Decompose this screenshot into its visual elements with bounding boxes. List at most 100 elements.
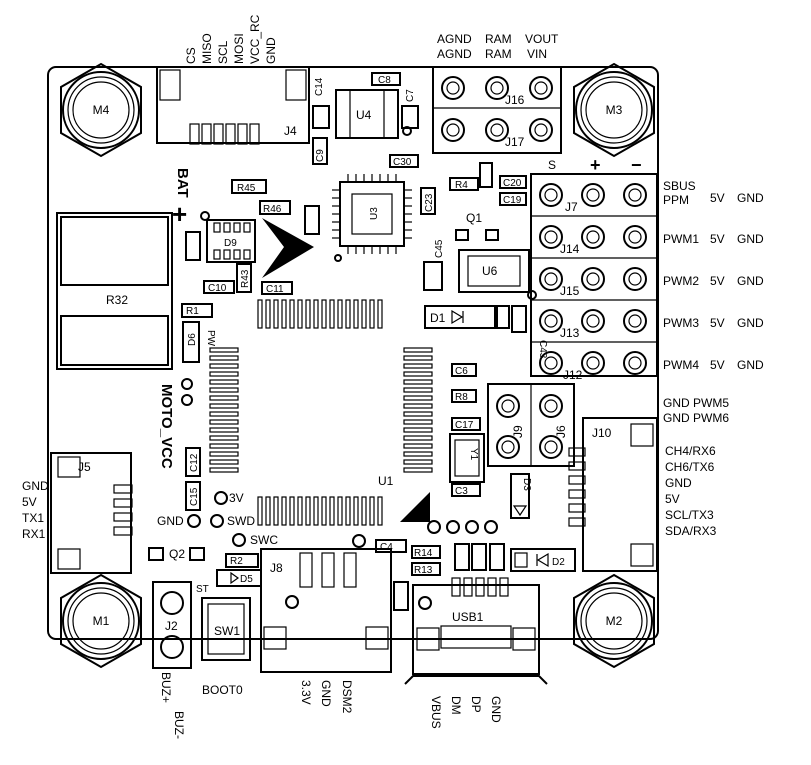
r32-resistor <box>56 212 173 370</box>
bat-plus: + <box>172 199 187 229</box>
d3-diode <box>510 473 530 519</box>
st-label: ST <box>196 584 209 595</box>
u6-chip <box>458 249 530 293</box>
u1-pin1-marker <box>400 492 430 522</box>
d1-diode <box>424 305 496 329</box>
c15-label: C15 <box>189 487 200 506</box>
servo-minus-label: − <box>631 155 642 175</box>
row-sbus-5v: 5V <box>710 191 725 205</box>
d6-diode <box>182 321 200 363</box>
r46-resistor <box>259 200 291 215</box>
j10-pin-gnd: GND <box>665 476 692 490</box>
c12-capacitor <box>185 447 201 477</box>
m1-label: M1 <box>93 614 110 628</box>
row-pwm2: PWM2 <box>663 274 699 288</box>
r8-label: R8 <box>455 392 468 403</box>
r4-resistor <box>449 177 479 191</box>
c9-label: C9 <box>315 149 326 162</box>
j5-pin-rx1: RX1 <box>22 527 46 541</box>
usb-pin-dp: DP <box>469 696 483 713</box>
c14-capacitor <box>312 105 330 129</box>
c17-label: C17 <box>455 420 474 431</box>
sw1-switch[interactable] <box>201 597 251 661</box>
j4-pin-cs: CS <box>184 47 198 64</box>
servo-s-label: S <box>548 158 556 172</box>
c14-label: C14 <box>314 77 325 96</box>
j4-pin-vcc-rc: VCC_RC <box>248 14 262 64</box>
r1-resistor <box>181 303 213 318</box>
pad-ram-2: RAM <box>485 47 512 61</box>
j4-pin-gnd: GND <box>264 37 278 64</box>
c7-label: C7 <box>405 89 416 102</box>
r8-resistor <box>451 389 477 403</box>
gnd-label: GND <box>157 514 184 528</box>
pad-vout: VOUT <box>525 32 559 46</box>
row-pwm4-5v: 5V <box>710 358 725 372</box>
u1-label: U1 <box>378 474 394 488</box>
c4-capacitor <box>375 539 407 553</box>
row-pwm3: PWM3 <box>663 316 699 330</box>
r45-resistor <box>231 179 267 194</box>
j4-label: J4 <box>284 124 297 138</box>
r2-label: R2 <box>230 556 243 567</box>
j10-pin-ch6-tx6: CH6/TX6 <box>665 460 715 474</box>
j7-label: J7 <box>565 200 578 214</box>
j8-pins <box>263 552 389 650</box>
u4-chip <box>335 89 399 139</box>
c19-capacitor <box>499 192 527 206</box>
j4-pin-scl: SCL <box>216 40 230 64</box>
r11-resistor <box>489 543 505 571</box>
u4-label: U4 <box>356 108 372 122</box>
3v-label: 3V <box>229 491 244 505</box>
swc-label: SWC <box>250 533 278 547</box>
c46-capacitor <box>185 231 201 261</box>
c23-label: C23 <box>424 193 435 212</box>
r32-label: R32 <box>106 293 128 307</box>
j10-label: J10 <box>592 426 612 440</box>
j15-label: J15 <box>560 284 580 298</box>
c17-capacitor <box>451 417 481 431</box>
row-sbus: SBUS <box>663 179 696 193</box>
j8-pin-3v3: 3.3V <box>299 680 313 705</box>
row-pwm3-gnd: GND <box>737 316 764 330</box>
j16-pads <box>441 76 553 100</box>
c5-capacitor <box>393 581 409 611</box>
c4-label: C4 <box>380 542 393 553</box>
pad-ram-1: RAM <box>485 32 512 46</box>
j10-pin-scl-tx3: SCL/TX3 <box>665 508 714 522</box>
c11b-capacitor <box>471 543 487 571</box>
r1-label: R1 <box>186 306 199 317</box>
r2-resistor <box>225 553 259 568</box>
c20-capacitor <box>499 175 527 189</box>
r13-label: R13 <box>414 565 433 576</box>
c10-capacitor <box>203 280 235 294</box>
sw1-label: SW1 <box>214 624 240 638</box>
j10-pin-sda-rx3: SDA/RX3 <box>665 524 717 538</box>
j2-label: J2 <box>165 619 178 633</box>
j6-label: J6 <box>554 425 568 438</box>
j8-label: J8 <box>270 561 283 575</box>
c3-capacitor <box>451 483 481 497</box>
d9-diode <box>206 219 256 263</box>
d1-label: D1 <box>430 311 446 325</box>
moto-vcc-label: MOTO_VCC <box>158 384 175 469</box>
m2-label: M2 <box>606 614 623 628</box>
c2-capacitor <box>454 543 470 571</box>
r4-label: R4 <box>455 180 468 191</box>
j2-pin-buz-plus: BUZ+ <box>159 672 173 703</box>
usb1-connector <box>412 584 540 675</box>
r14-resistor <box>411 545 441 559</box>
pad-agnd-2: AGND <box>437 47 472 61</box>
j15-pads <box>539 267 647 291</box>
d9-label: D9 <box>224 238 237 249</box>
j16-j17-block <box>432 66 562 154</box>
c30-capacitor <box>389 154 419 168</box>
row-pwm3-5v: 5V <box>710 316 725 330</box>
m3-label: M3 <box>606 103 623 117</box>
j4-connector <box>156 66 310 144</box>
c43-label: C43 <box>537 340 548 359</box>
usb-pin-vbus: VBUS <box>429 696 443 729</box>
boot0-label: BOOT0 <box>202 683 243 697</box>
row-sbus-gnd: GND <box>737 191 764 205</box>
